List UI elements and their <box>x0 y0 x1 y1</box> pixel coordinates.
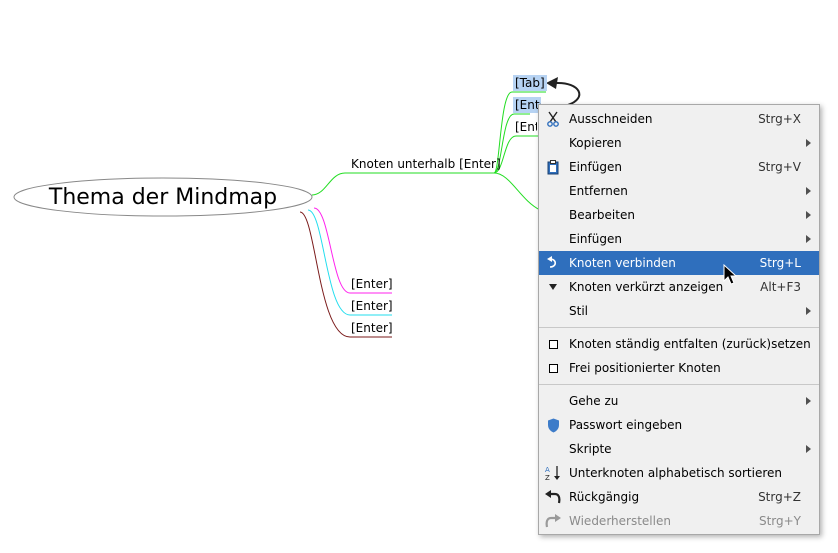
menu-separator <box>539 384 819 385</box>
svg-text:Z: Z <box>545 474 550 481</box>
checkbox-icon <box>545 336 561 352</box>
edge-branch-to-enter2 <box>493 135 540 174</box>
root-node[interactable]: Thema der Mindmap <box>48 184 278 210</box>
menu-label: Wiederherstellen <box>569 514 671 528</box>
menu-label: Bearbeiten <box>569 208 635 222</box>
menu-item-connect-nodes[interactable]: Knoten verbinden Strg+L <box>539 251 819 275</box>
edge-root-to-left3 <box>299 211 392 338</box>
submenu-arrow-icon <box>806 187 811 195</box>
clipboard-icon <box>545 159 561 175</box>
menu-shortcut: Strg+Y <box>758 514 801 528</box>
menu-shortcut: Alt+F3 <box>760 280 801 294</box>
edge-root-to-branch <box>311 172 494 196</box>
menu-item-edit[interactable]: Bearbeiten <box>539 203 819 227</box>
submenu-arrow-icon <box>806 445 811 453</box>
submenu-arrow-icon <box>806 397 811 405</box>
submenu-arrow-icon <box>806 235 811 243</box>
menu-item-goto[interactable]: Gehe zu <box>539 389 819 413</box>
menu-label: Rückgängig <box>569 490 640 504</box>
checkbox-icon <box>545 360 561 376</box>
menu-shortcut: Strg+X <box>758 112 801 126</box>
child-node-enter-2[interactable]: [Enter] <box>515 120 537 134</box>
scissors-icon <box>545 111 561 127</box>
menu-item-fold-node[interactable]: Knoten verkürzt anzeigen Alt+F3 <box>539 275 819 299</box>
root-node-shape[interactable] <box>13 177 313 217</box>
menu-shortcut: Strg+Z <box>758 490 801 504</box>
menu-label: Knoten verbinden <box>569 256 676 270</box>
mouse-pointer-icon <box>723 264 737 285</box>
menu-item-undo[interactable]: Rückgängig Strg+Z <box>539 485 819 509</box>
edge-root-to-left1 <box>313 207 392 294</box>
menu-item-insert[interactable]: Einfügen <box>539 227 819 251</box>
menu-item-always-unfold[interactable]: Knoten ständig entfalten (zurück)setzen <box>539 332 819 356</box>
menu-label: Kopieren <box>569 136 622 150</box>
menu-label: Stil <box>569 304 588 318</box>
menu-label: Gehe zu <box>569 394 619 408</box>
branch-node[interactable]: Knoten unterhalb [Enter] <box>351 157 501 171</box>
submenu-arrow-icon <box>806 139 811 147</box>
triangle-down-icon <box>545 279 561 295</box>
edge-root-to-left2 <box>307 209 392 316</box>
menu-item-paste[interactable]: Einfügen Strg+V <box>539 155 819 179</box>
menu-item-scripts[interactable]: Skripte <box>539 437 819 461</box>
menu-label: Einfügen <box>569 232 622 246</box>
left-node-enter-3[interactable]: [Enter] <box>351 321 393 335</box>
menu-label: Knoten verkürzt anzeigen <box>569 280 724 294</box>
menu-label: Knoten ständig entfalten (zurück)setzen <box>569 337 811 351</box>
menu-item-password[interactable]: Passwort eingeben <box>539 413 819 437</box>
menu-label: Entfernen <box>569 184 628 198</box>
connector-arrowhead <box>546 77 558 89</box>
child-node-enter-1[interactable]: [Enter] <box>513 97 541 113</box>
edge-branch-to-hidden <box>493 172 541 211</box>
submenu-arrow-icon <box>806 307 811 315</box>
context-menu: Ausschneiden Strg+X Kopieren Einfügen St… <box>538 104 820 535</box>
menu-label: Skripte <box>569 442 612 456</box>
child-node-tab[interactable]: [Tab] <box>513 75 547 91</box>
left-node-enter-1[interactable]: [Enter] <box>351 277 393 291</box>
menu-label: Einfügen <box>569 160 622 174</box>
undo-icon <box>545 489 561 505</box>
menu-item-remove[interactable]: Entfernen <box>539 179 819 203</box>
menu-item-style[interactable]: Stil <box>539 299 819 323</box>
edge-branch-to-tab <box>493 91 546 174</box>
menu-item-redo[interactable]: Wiederherstellen Strg+Y <box>539 509 819 533</box>
menu-shortcut: Strg+V <box>758 160 801 174</box>
menu-label: Unterknoten alphabetisch sortieren <box>569 466 782 480</box>
connect-arrow-icon <box>545 255 561 271</box>
menu-shortcut: Strg+L <box>759 256 801 270</box>
menu-item-free-positioned[interactable]: Frei positionierter Knoten <box>539 356 819 380</box>
redo-icon <box>545 513 561 529</box>
submenu-arrow-icon <box>806 211 811 219</box>
svg-text:A: A <box>545 466 550 474</box>
menu-label: Frei positionierter Knoten <box>569 361 721 375</box>
menu-item-copy[interactable]: Kopieren <box>539 131 819 155</box>
menu-label: Passwort eingeben <box>569 418 683 432</box>
shield-icon <box>545 417 561 433</box>
menu-separator <box>539 327 819 328</box>
left-node-enter-2[interactable]: [Enter] <box>351 299 393 313</box>
menu-label: Ausschneiden <box>569 112 653 126</box>
menu-item-cut[interactable]: Ausschneiden Strg+X <box>539 107 819 131</box>
edge-branch-to-enter1 <box>493 113 530 174</box>
connector-arrow <box>555 81 581 106</box>
